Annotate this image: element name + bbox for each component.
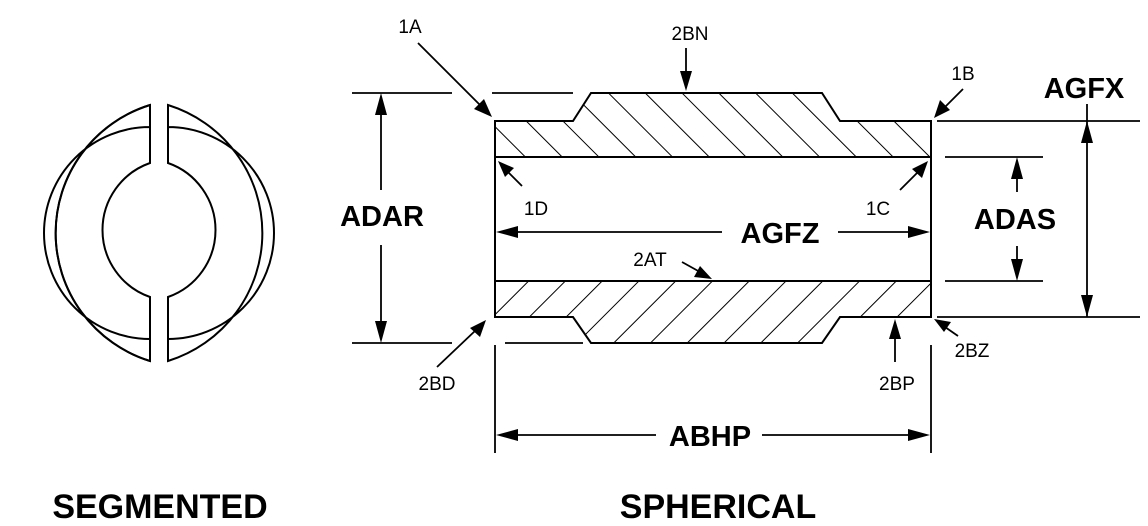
arrow-2at — [694, 266, 712, 279]
callout-1c: 1C — [866, 199, 890, 220]
abhp-label: ABHP — [669, 421, 751, 453]
agfz-label: AGFZ — [741, 218, 820, 250]
agfx-arrow-bottom — [1081, 295, 1093, 317]
leader-2bd — [436, 329, 477, 368]
adar-arrow-bottom — [375, 321, 387, 343]
leader-1b — [943, 88, 964, 109]
adar-arrow-top — [375, 93, 387, 115]
callout-1b: 1B — [951, 64, 974, 85]
spherical-view: ADAR AGFZ ADAS AGFX ABHP 1A — [340, 17, 1140, 526]
arrow-2bz — [934, 319, 951, 332]
spherical-title: SPHERICAL — [620, 488, 816, 526]
arrow-1b — [934, 100, 950, 118]
lower-section — [494, 280, 932, 344]
leader-1c — [899, 172, 918, 191]
agfx-arrow-top — [1081, 121, 1093, 143]
adas-arrow-bottom — [1011, 259, 1023, 281]
segment-right — [167, 103, 275, 363]
upper-section — [494, 92, 932, 158]
agfz-arrow-right — [908, 226, 930, 238]
arrow-2bn — [680, 71, 692, 91]
callout-1d: 1D — [524, 199, 548, 220]
leader-2bz — [944, 326, 959, 337]
callout-2bd: 2BD — [419, 374, 456, 395]
leader-2at — [681, 261, 701, 273]
callout-2at: 2AT — [633, 250, 667, 271]
segmented-title: SEGMENTED — [52, 488, 267, 526]
arrow-1d — [498, 161, 514, 177]
agfx-label: AGFX — [1044, 73, 1125, 105]
agfz-arrow-left — [496, 226, 518, 238]
adas-label: ADAS — [974, 204, 1056, 236]
segmented-view: SEGMENTED — [43, 103, 275, 526]
segment-left — [43, 103, 151, 363]
adas-arrow-top — [1011, 157, 1023, 179]
outer-ring-left — [54, 104, 151, 362]
arrow-2bp — [889, 319, 901, 339]
callout-1a: 1A — [398, 17, 422, 38]
callout-2bn: 2BN — [672, 24, 709, 45]
adar-label: ADAR — [340, 201, 424, 233]
callout-2bp: 2BP — [879, 374, 915, 395]
arrow-1c — [912, 161, 928, 178]
arrow-1a — [474, 99, 492, 117]
callout-2bz: 2BZ — [955, 341, 990, 362]
abhp-arrow-left — [496, 429, 518, 441]
leader-1a — [417, 42, 483, 108]
abhp-arrow-right — [908, 429, 930, 441]
arrow-2bd — [470, 320, 486, 337]
leader-1d — [507, 171, 523, 187]
